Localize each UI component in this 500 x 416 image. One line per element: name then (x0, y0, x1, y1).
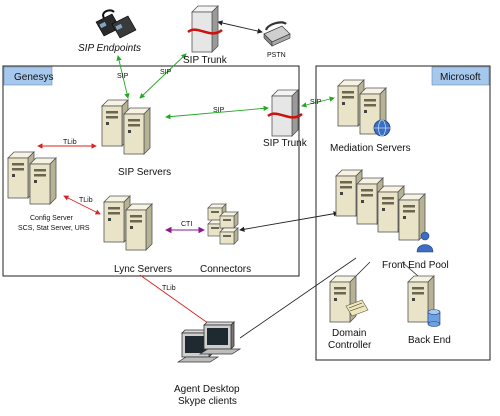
back-end-label: Back End (408, 335, 451, 346)
edge-label-sip-mid: SIP (213, 107, 225, 114)
telephone-icon (263, 21, 291, 47)
back-end-node: Back End (407, 275, 451, 346)
lync-servers-label: Lync Servers (114, 264, 172, 275)
edge-lync-agent (139, 274, 213, 327)
edge-sip-endpoints-sip-servers (116, 55, 130, 99)
mediation-servers-label: Mediation Servers (330, 143, 411, 154)
edge-label-tlib-config-sip: TLib (63, 139, 77, 146)
agent-desktop-label-1: Agent Desktop (174, 384, 240, 395)
front-end-pool-label: Front End Pool (382, 260, 449, 271)
sip-endpoints-label: SIP Endpoints (78, 43, 141, 54)
agent-desktop-label-2: Skype clients (178, 396, 237, 407)
microsoft-title: Microsoft (440, 72, 481, 83)
server-icon (125, 203, 153, 251)
sip-trunk-gateway-icon (266, 88, 304, 138)
globe-icon (373, 119, 391, 137)
front-end-pool-node: Front End Pool (335, 169, 449, 271)
edge-frontend-agent (239, 257, 357, 339)
domain-controller-label-2: Controller (328, 340, 372, 351)
connector-box-icon (219, 227, 239, 245)
edge-label-tlib-config-lync: TLib (79, 197, 93, 204)
database-icon (427, 309, 441, 327)
config-server-node: Config Server SCS, Stat Server, URS (7, 151, 90, 232)
edge-label-sip-right: SIP (160, 69, 172, 76)
edge-sip-trunk-pstn (217, 20, 263, 34)
agent-desktop-node: Agent Desktop Skype clients (174, 321, 241, 407)
domain-controller-node: Domain Controller (328, 275, 372, 351)
edge-frontend-domain (355, 261, 371, 277)
config-server-label-2: SCS, Stat Server, URS (18, 225, 90, 232)
edge-label-tlib-agent: TLib (162, 285, 176, 292)
edge-sip-servers-sip-trunk (165, 105, 269, 120)
directory-book-icon (345, 299, 369, 317)
domain-controller-label-1: Domain (332, 328, 366, 339)
server-icon (29, 157, 57, 205)
sip-servers-node: SIP Servers (101, 99, 171, 178)
mediation-servers-node: Mediation Servers (330, 79, 411, 154)
edge-connectors-frontend (239, 211, 339, 232)
sip-servers-label: SIP Servers (118, 167, 171, 178)
config-server-label-1: Config Server (30, 215, 73, 222)
user-icon (416, 231, 434, 253)
genesys-title: Genesys (14, 72, 53, 83)
ip-phone-icon (95, 9, 137, 39)
server-icon (123, 107, 151, 155)
sip-trunk-top-node: SIP Trunk (183, 4, 228, 66)
microsoft-title-box (431, 66, 490, 86)
edge-label-sip-ms: SIP (310, 99, 322, 106)
connectors-label: Connectors (200, 264, 251, 275)
genesys-title-box (3, 66, 53, 86)
sip-trunk-mid-node: SIP Trunk (263, 88, 308, 149)
server-icon (398, 193, 426, 241)
edge-sip-trunk-mediation (301, 96, 335, 108)
sip-endpoints-node: SIP Endpoints (78, 9, 141, 54)
pstn-node: PSTN (263, 21, 291, 59)
edge-sip-trunk-sip-servers (139, 53, 187, 99)
pstn-label: PSTN (267, 52, 286, 59)
edge-label-cti: CTI (181, 221, 192, 228)
sip-trunk-gateway-icon (186, 4, 224, 54)
desktop-computer-icon (199, 321, 241, 355)
lync-servers-node: Lync Servers (103, 195, 172, 275)
sip-trunk-top-label: SIP Trunk (183, 55, 228, 66)
sip-trunk-mid-label: SIP Trunk (263, 138, 308, 149)
connector-box-icon (219, 211, 239, 229)
edge-label-sip-left: SIP (117, 73, 129, 80)
edge-config-lync (63, 195, 101, 215)
connectors-node: Connectors (200, 203, 251, 275)
edge-frontend-backend (401, 261, 419, 277)
